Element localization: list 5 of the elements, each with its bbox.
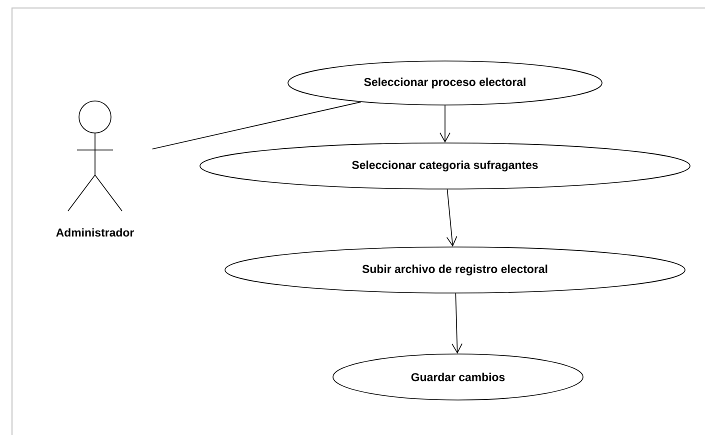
association-line: [152, 102, 362, 150]
arrow: [440, 105, 450, 143]
arrow: [452, 293, 462, 354]
actor: Administrador: [56, 100, 134, 237]
arrow: [446, 188, 458, 247]
